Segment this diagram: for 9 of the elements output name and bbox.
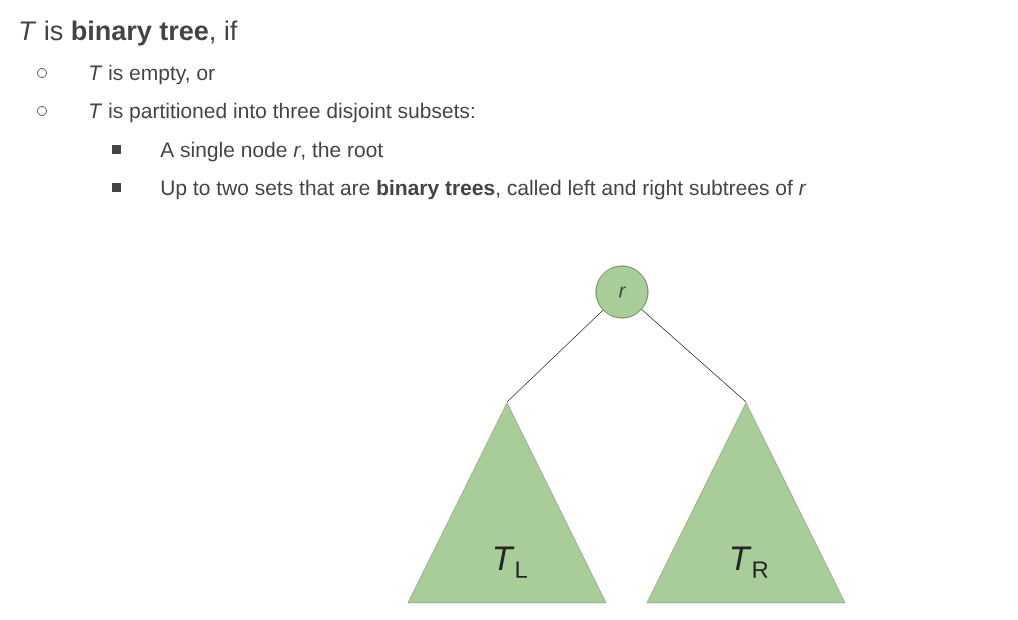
bullet-text: T is partitioned into three disjoint subsets: (90, 102, 474, 123)
bullet-text: Up to two sets that are binary trees, called left and right subtrees of r (161, 179, 807, 200)
heading: T is binary tree, if (20, 20, 238, 46)
bullet-text: T is empty, or (90, 64, 215, 85)
subtree-triangle: T$_{R}$ (646, 402, 846, 604)
bullet-text: A single node r, the root (160, 141, 383, 162)
edge-line (641, 309, 747, 403)
edge-line (506, 309, 604, 403)
subtree-triangle: T$_{L}$ (407, 402, 607, 604)
